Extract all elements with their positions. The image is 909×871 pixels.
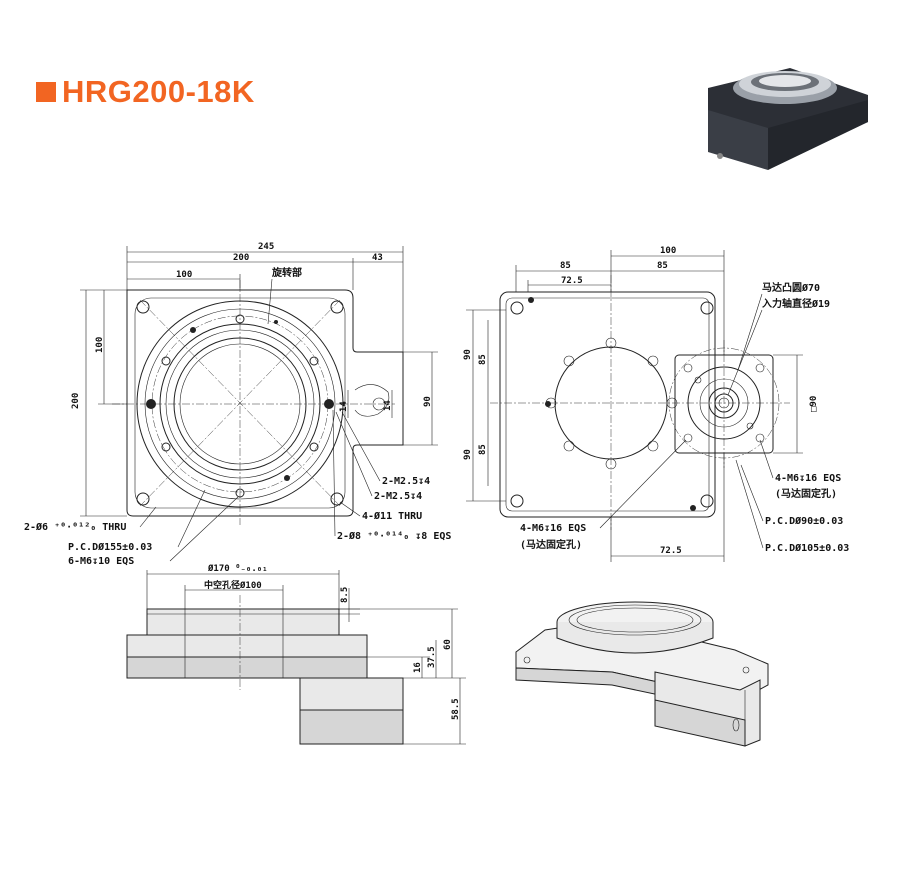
dim-37-5: 37.5 bbox=[427, 646, 437, 668]
page-title: HRG200-18K bbox=[62, 74, 255, 109]
right-view-texts: 100 85 85 72.5 72.5 90 90 85 85 □90 马达凸圆… bbox=[463, 246, 849, 556]
title-marker bbox=[36, 82, 56, 102]
dim-90-ear: 90 bbox=[423, 396, 433, 407]
dim-r-85a: 85 bbox=[560, 261, 571, 271]
dim-16: 16 bbox=[413, 662, 423, 673]
label-pcd-105: P.C.DØ105±0.03 bbox=[765, 542, 849, 554]
label-pin-8: 2-Ø8 ⁺⁰·⁰¹⁴₀ ↧8 EQS bbox=[337, 530, 451, 542]
side-view bbox=[126, 595, 404, 745]
dim-100-top: 100 bbox=[176, 270, 192, 280]
dim-r-85b: 85 bbox=[657, 261, 668, 271]
dim-square-90: □90 bbox=[809, 396, 819, 412]
side-view-dimensions bbox=[146, 570, 466, 745]
dim-d170: Ø170 ⁰₋₀.₀₁ bbox=[207, 563, 268, 574]
top-view bbox=[112, 280, 404, 525]
dim-r-100: 100 bbox=[660, 246, 676, 256]
dim-14-a: 14 bbox=[339, 401, 349, 412]
isometric-view bbox=[515, 601, 769, 747]
dim-200-side: 200 bbox=[71, 393, 81, 409]
dim-r-90b: 90 bbox=[463, 449, 473, 460]
dim-100-side: 100 bbox=[95, 337, 105, 353]
top-view-dimensions bbox=[80, 246, 438, 517]
label-hole-11: 4-Ø11 THRU bbox=[362, 510, 422, 522]
dim-r-72-5: 72.5 bbox=[561, 276, 583, 286]
label-pcd-155: P.C.DØ155±0.03 bbox=[68, 541, 152, 553]
top-view-texts: 245 200 100 43 200 100 90 14 14 旋转部 2-M2… bbox=[24, 242, 451, 567]
label-input-shaft: 入力轴直径Ø19 bbox=[762, 297, 830, 310]
dim-245: 245 bbox=[258, 242, 274, 252]
dim-r-72-5-bottom: 72.5 bbox=[660, 546, 682, 556]
dim-43: 43 bbox=[372, 253, 383, 263]
side-view-texts: Ø170 ⁰₋₀.₀₁ 中空孔径Ø100 8.5 16 37.5 60 58.5 bbox=[204, 563, 461, 720]
label-m6-16-left-cn: (马达固定孔) bbox=[520, 538, 582, 551]
label-rotating-part: 旋转部 bbox=[271, 266, 302, 279]
right-view-dimensions bbox=[466, 250, 803, 562]
title-bar: HRG200-18K bbox=[36, 74, 255, 110]
label-m25-b: 2-M2.5↧4 bbox=[374, 491, 422, 502]
dim-bore: 中空孔径Ø100 bbox=[204, 579, 262, 591]
label-m6-10: 6-M6↧10 EQS bbox=[68, 556, 134, 567]
label-pcd-90: P.C.DØ90±0.03 bbox=[765, 515, 843, 527]
label-pin-6: 2-Ø6 ⁺⁰·⁰¹²₀ THRU bbox=[24, 521, 126, 533]
label-m6-16-left: 4-M6↧16 EQS bbox=[520, 523, 586, 534]
product-photo bbox=[708, 68, 868, 170]
right-view bbox=[490, 275, 790, 530]
dim-8-5: 8.5 bbox=[340, 587, 350, 603]
label-m25-a: 2-M2.5↧4 bbox=[382, 476, 430, 487]
dim-58-5: 58.5 bbox=[451, 698, 461, 720]
label-m6-16-right: 4-M6↧16 EQS bbox=[775, 473, 841, 484]
dim-14-b: 14 bbox=[383, 400, 393, 411]
label-motor-boss: 马达凸圆Ø70 bbox=[762, 281, 820, 294]
dim-r-85d: 85 bbox=[478, 444, 488, 455]
dim-r-85c: 85 bbox=[478, 354, 488, 365]
label-m6-16-right-cn: (马达固定孔) bbox=[775, 487, 837, 500]
dim-200-top: 200 bbox=[233, 253, 249, 263]
dim-60: 60 bbox=[443, 639, 453, 650]
dim-r-90a: 90 bbox=[463, 349, 473, 360]
